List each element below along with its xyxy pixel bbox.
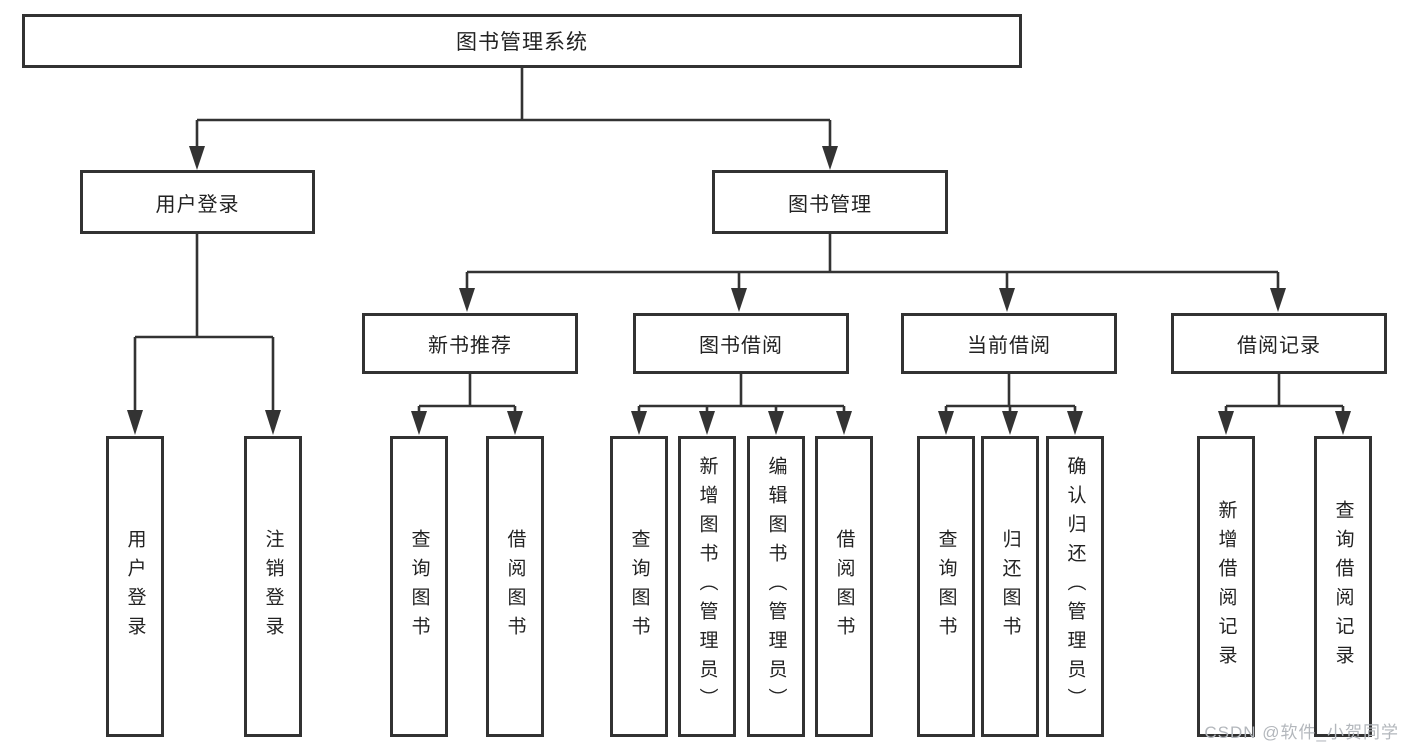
connector-borrow-records-to-children <box>1218 374 1351 435</box>
leaf-edit-books-admin-label: 编辑图书（管理员） <box>765 456 787 717</box>
node-root-label: 图书管理系统 <box>456 31 588 54</box>
arrowhead <box>1335 411 1351 435</box>
leaf-borrow-books: 借阅图书 <box>815 436 873 737</box>
arrowhead <box>189 146 205 170</box>
arrowhead <box>1270 288 1286 312</box>
node-borrow-records-label: 借阅记录 <box>1237 335 1321 357</box>
arrowhead <box>768 411 784 435</box>
leaf-confirm-return-admin: 确认归还（管理员） <box>1046 436 1104 737</box>
arrowhead <box>1067 411 1083 435</box>
leaf-add-borrow-record: 新增借阅记录 <box>1197 436 1255 737</box>
node-current-borrow: 当前借阅 <box>901 313 1117 374</box>
leaf-return-books-label: 归还图书 <box>999 528 1021 645</box>
arrowhead <box>938 411 954 435</box>
leaf-query-books-borrow-label: 查询图书 <box>628 528 650 645</box>
leaf-query-borrow-record-label: 查询借阅记录 <box>1332 499 1354 674</box>
arrowhead <box>411 411 427 435</box>
arrowhead <box>631 411 647 435</box>
arrowhead <box>699 411 715 435</box>
arrowhead <box>265 410 281 435</box>
leaf-user-login: 用户登录 <box>106 436 164 737</box>
connector-book-borrow-to-children <box>631 374 852 435</box>
arrowhead <box>836 411 852 435</box>
node-new-book-rec-label: 新书推荐 <box>428 335 512 357</box>
node-book-mgmt-label: 图书管理 <box>788 193 872 216</box>
leaf-confirm-return-admin-label: 确认归还（管理员） <box>1064 456 1086 717</box>
leaf-add-books-admin-label: 新增图书（管理员） <box>696 456 718 717</box>
watermark: CSDN @软件_小贺同学 <box>1204 723 1399 742</box>
leaf-query-borrow-record: 查询借阅记录 <box>1314 436 1372 737</box>
arrowhead <box>1002 411 1018 435</box>
connector-user-login-to-children <box>127 234 281 435</box>
leaf-logout-label: 注销登录 <box>262 528 284 645</box>
node-root: 图书管理系统 <box>22 14 1022 68</box>
leaf-query-books-rec-label: 查询图书 <box>408 528 430 645</box>
leaf-borrow-books-rec: 借阅图书 <box>486 436 544 737</box>
leaf-user-login-label: 用户登录 <box>124 528 146 645</box>
leaf-add-borrow-record-label: 新增借阅记录 <box>1215 499 1237 674</box>
node-borrow-records: 借阅记录 <box>1171 313 1387 374</box>
node-new-book-rec: 新书推荐 <box>362 313 578 374</box>
arrowhead <box>999 288 1015 312</box>
leaf-query-books-current-label: 查询图书 <box>935 528 957 645</box>
arrowhead <box>507 411 523 435</box>
node-current-borrow-label: 当前借阅 <box>967 335 1051 357</box>
leaf-borrow-books-rec-label: 借阅图书 <box>504 528 526 645</box>
arrowhead <box>731 288 747 312</box>
node-user-login-label: 用户登录 <box>155 193 240 216</box>
node-book-mgmt: 图书管理 <box>712 170 948 234</box>
node-book-borrow: 图书借阅 <box>633 313 849 374</box>
leaf-borrow-books-label: 借阅图书 <box>833 528 855 645</box>
connector-current-borrow-to-children <box>938 374 1083 435</box>
leaf-add-books-admin: 新增图书（管理员） <box>678 436 736 737</box>
connector-book-mgmt-to-level3 <box>459 234 1286 312</box>
node-user-login: 用户登录 <box>80 170 315 234</box>
leaf-edit-books-admin: 编辑图书（管理员） <box>747 436 805 737</box>
node-book-borrow-label: 图书借阅 <box>699 335 783 357</box>
connector-new-book-rec-to-children <box>411 374 523 435</box>
leaf-query-books-current: 查询图书 <box>917 436 975 737</box>
arrowhead <box>127 410 143 435</box>
leaf-return-books: 归还图书 <box>981 436 1039 737</box>
arrowhead <box>822 146 838 170</box>
arrowhead <box>459 288 475 312</box>
leaf-query-books-rec: 查询图书 <box>390 436 448 737</box>
connector-root-to-level2 <box>189 68 838 170</box>
leaf-logout: 注销登录 <box>244 436 302 737</box>
leaf-query-books-borrow: 查询图书 <box>610 436 668 737</box>
arrowhead <box>1218 411 1234 435</box>
